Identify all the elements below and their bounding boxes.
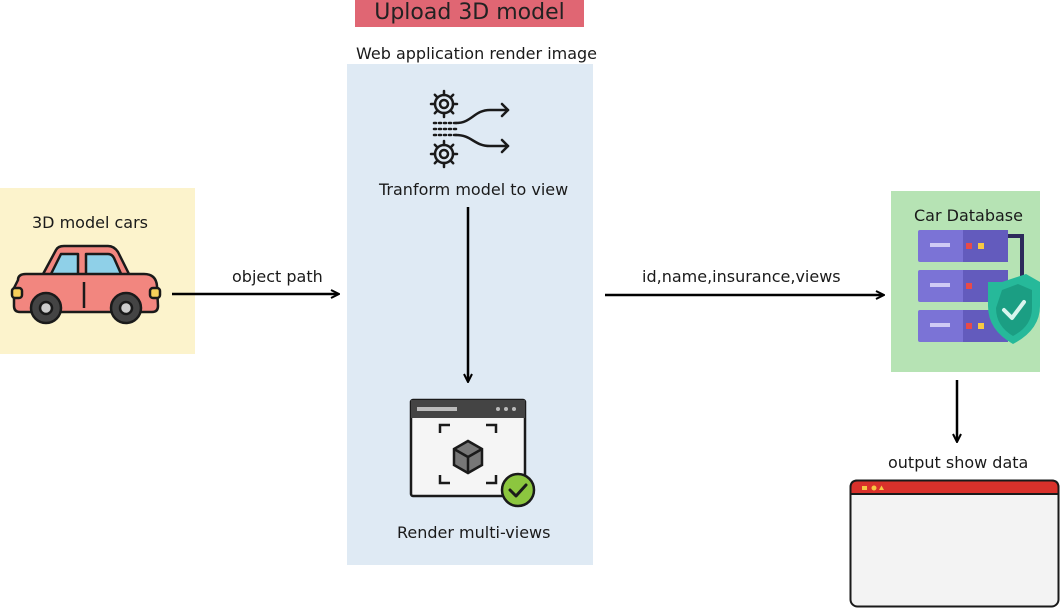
database-label: Car Database: [914, 206, 1023, 225]
page-title: Upload 3D model: [355, 0, 584, 27]
edge-label-fields: id,name,insurance,views: [642, 267, 841, 286]
transform-label: Tranform model to view: [379, 180, 569, 199]
render-label: Render multi-views: [397, 523, 551, 542]
web-app-caption: Web application render image: [356, 44, 598, 63]
source-label: 3D model cars: [32, 213, 149, 232]
output-label: output show data: [888, 453, 1029, 472]
edge-label-object-path: object path: [232, 267, 323, 286]
output-window-icon: [849, 479, 1060, 608]
car-icon: [10, 244, 162, 325]
render-window-icon: [409, 398, 536, 508]
gears-flow-icon: [429, 89, 510, 169]
server-shield-icon: [918, 230, 1040, 344]
